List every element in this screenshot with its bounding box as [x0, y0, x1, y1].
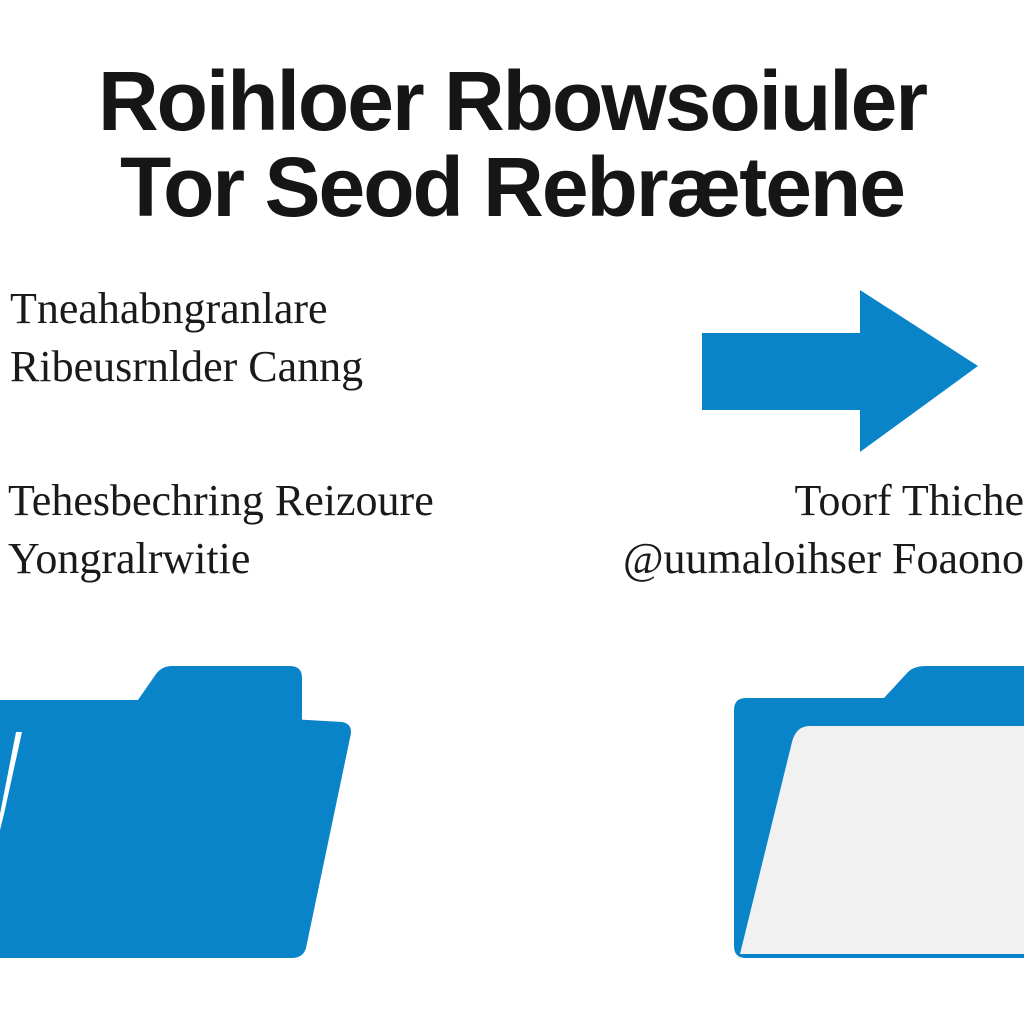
folder-crease	[0, 732, 22, 830]
open-folder-icon	[734, 666, 1024, 958]
folder-front	[0, 702, 351, 958]
left-top-label-line-2: Ribeusrnlder Canng	[10, 342, 364, 391]
left-bottom-label-line-2: Yongralrwitie	[8, 534, 251, 583]
arrow-right-icon	[702, 290, 978, 452]
right-bottom-label: Toorf Thiche @uumaloihser Foaono	[623, 472, 1024, 588]
left-top-label-line-1: Tneahabngranlare	[10, 284, 328, 333]
right-bottom-label-line-1: Toorf Thiche	[794, 476, 1024, 525]
folder-icon	[0, 666, 351, 958]
left-bottom-label-line-1: Tehesbechring Reizoure	[8, 476, 434, 525]
diagram-title: Roihloer Rbowsoiuler Tor Seod Rebrætene	[0, 58, 1024, 230]
diagram-title-line-2: Tor Seod Rebrætene	[120, 140, 906, 234]
left-top-label: Tneahabngranlare Ribeusrnlder Canng	[10, 280, 363, 396]
open-folder-paper	[740, 726, 1024, 954]
arrow-right-shape	[702, 290, 978, 452]
diagram-title-line-1: Roihloer Rbowsoiuler	[97, 54, 928, 148]
left-bottom-label: Tehesbechring Reizoure Yongralrwitie	[8, 472, 434, 588]
right-bottom-label-line-2: @uumaloihser Foaono	[622, 534, 1024, 583]
